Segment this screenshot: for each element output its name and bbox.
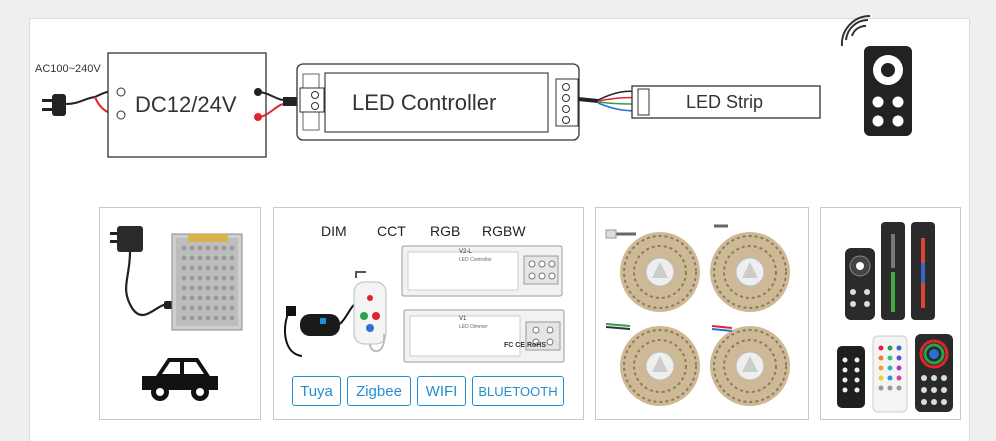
- v2-controller-device: [401, 245, 563, 297]
- power-adapter-icon: [110, 226, 178, 316]
- protocol-bluetooth-button[interactable]: BLUETOOTH: [472, 376, 564, 406]
- v1-model: V1: [459, 316, 467, 322]
- v1-dimmer-device: [403, 309, 565, 363]
- led-reel-icon: [605, 229, 700, 312]
- wiring-diagram: [42, 14, 912, 158]
- touch-remote-icon: [845, 248, 875, 320]
- power-supply-panel: [99, 207, 261, 420]
- led-reel-icon: [605, 323, 700, 406]
- rgb-slim-remote-icon: [911, 222, 935, 320]
- protocol-wifi-button[interactable]: WIFI: [417, 376, 466, 406]
- protocol-tuya-button[interactable]: Tuya: [292, 376, 341, 406]
- led-reel-icon: [710, 325, 790, 406]
- slim-remote-icon: [881, 222, 905, 320]
- power-supply-box: [107, 52, 267, 158]
- remote-panel: [820, 207, 961, 420]
- led-strip-reels-illustration: [605, 224, 790, 406]
- v2-model: V2-L: [459, 249, 472, 255]
- led-strip-box: [631, 85, 821, 119]
- type-rgb-label: RGB: [430, 223, 461, 239]
- led-reel-icon: [710, 224, 790, 312]
- metal-power-supply-icon: [171, 233, 243, 331]
- led-strip-label: LED Strip: [686, 92, 764, 112]
- remote-controls-illustration: [837, 222, 953, 413]
- v2-name: LED Controller: [459, 257, 492, 263]
- mini-remote-icon: [353, 271, 387, 353]
- car-icon: [142, 358, 218, 401]
- color-key-remote-icon: [872, 335, 908, 413]
- led-strip-panel: [595, 207, 809, 420]
- ac-plug-icon: [42, 94, 96, 116]
- type-cct-label: CCT: [377, 223, 406, 239]
- power-supply-label: DC12/24V: [135, 92, 237, 117]
- controller-label: LED Controller: [352, 90, 497, 115]
- v1-name: LED Dimmer: [459, 324, 488, 330]
- controller-panel: DIM CCT RGB RGBW: [273, 207, 584, 420]
- inline-controller-icon: [284, 301, 361, 357]
- remote-control-icon: [840, 14, 912, 136]
- controller-devices-illustration: [284, 245, 565, 363]
- v1-certification-marks: FC CE RoHS: [504, 342, 546, 349]
- input-voltage-label: AC100~240V: [35, 63, 101, 75]
- color-wheel-remote-icon: [915, 334, 953, 412]
- ir-remote-icon: [837, 346, 865, 408]
- type-rgbw-label: RGBW: [482, 223, 526, 239]
- power-supply-illustration: [110, 226, 243, 401]
- protocol-zigbee-button[interactable]: Zigbee: [347, 376, 411, 406]
- type-dim-label: DIM: [321, 223, 347, 239]
